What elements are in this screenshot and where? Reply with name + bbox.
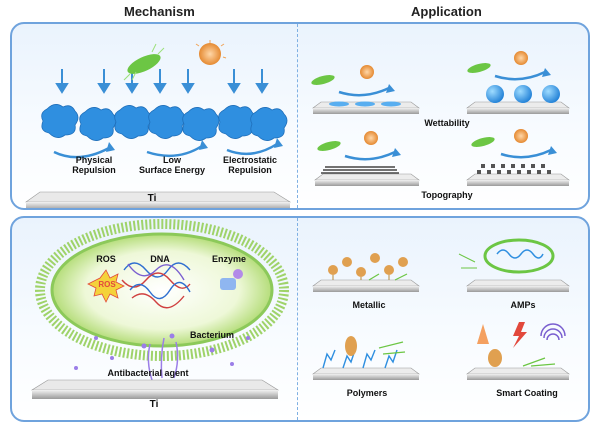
topography-label: Topography — [421, 190, 473, 200]
smart-coating — [466, 322, 570, 380]
panel-divider-bottom — [297, 218, 298, 420]
smart-coating-label: Smart Coating — [496, 388, 558, 398]
amps-coating — [458, 238, 570, 292]
polymers-label: Polymers — [346, 388, 388, 398]
bacterium-illustration — [30, 219, 289, 399]
application-header: Application — [411, 4, 482, 19]
wettability-spheres — [466, 51, 570, 114]
bottom-panel: ROS ROS DNA Enzyme Bacterium Antibacteri… — [10, 216, 590, 422]
agent-particles — [74, 333, 250, 370]
electrostatic-repulsion-label: Electrostatic Repulsion — [222, 155, 278, 175]
metallic-label: Metallic — [352, 300, 386, 310]
ti-label-top: Ti — [147, 193, 157, 204]
topography-grooves — [314, 131, 420, 186]
top-panel: Physical Repulsion Low Surface Energy El… — [10, 22, 590, 210]
physical-repulsion-label: Physical Repulsion — [72, 155, 116, 175]
polymers-coating — [312, 336, 420, 380]
topography-pillars — [466, 129, 570, 186]
amps-label: AMPs — [510, 300, 536, 310]
mechanism-header: Mechanism — [124, 4, 195, 19]
panel-divider — [297, 24, 298, 208]
down-arrows — [55, 69, 269, 94]
application-top-illustration — [311, 51, 570, 186]
protein-molecules — [41, 104, 288, 141]
ros-badge: ROS — [98, 280, 116, 289]
ros-label: ROS — [96, 254, 116, 264]
antibacterial-agent-label: Antibacterial agent — [107, 368, 189, 378]
dna-strands — [121, 262, 191, 309]
mechanism-illustration — [25, 40, 292, 208]
dna-label: DNA — [150, 254, 170, 264]
low-surface-energy-label: Low Surface Energy — [138, 155, 206, 175]
wettability-label: Wettability — [424, 118, 470, 128]
ti-label-bottom: Ti — [149, 399, 159, 410]
wettability-flat — [311, 65, 420, 114]
bacterium-label: Bacterium — [189, 330, 234, 340]
enzyme-label: Enzyme — [211, 254, 246, 264]
metallic-coating — [312, 253, 420, 292]
application-bottom-illustration — [312, 238, 570, 380]
